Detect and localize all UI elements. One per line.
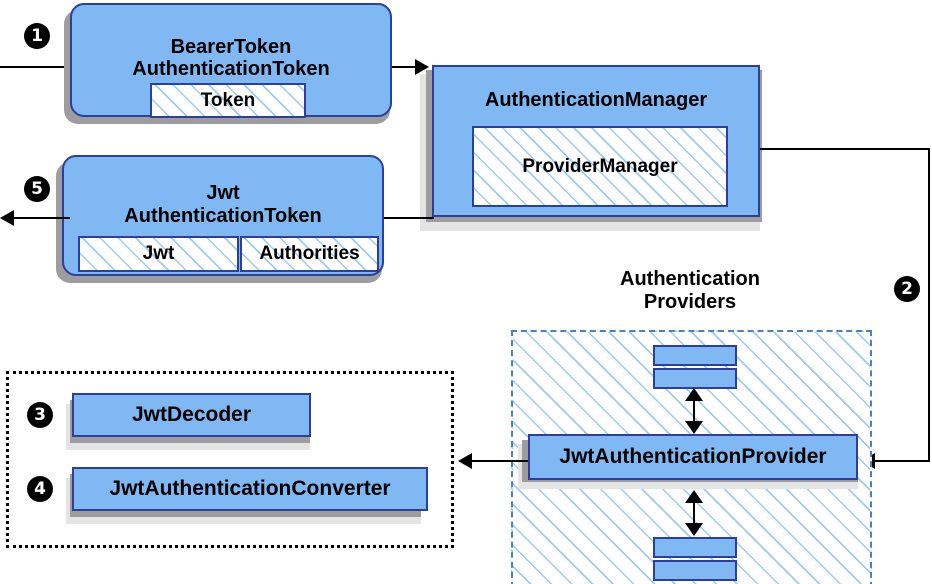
step-badge-4: 4 (27, 476, 53, 502)
arrowhead-token-to-manager (415, 59, 429, 75)
connector-token-to-manager (392, 66, 416, 68)
jwt-authentication-converter-label: JwtAuthenticationConverter (109, 477, 391, 501)
bearer-token-line2: AuthenticationToken (132, 58, 330, 80)
provider-manager-label: ProviderManager (522, 155, 678, 177)
jwt-token-line2: AuthenticationToken (124, 204, 322, 227)
jwt-support-group (6, 371, 454, 548)
jwt-authentication-converter-node: JwtAuthenticationConverter (72, 467, 428, 511)
jwt-inner-label: Jwt (142, 243, 175, 265)
jwt-decoder-node: JwtDecoder (72, 393, 311, 437)
token-inner-box: Token (150, 83, 306, 118)
provider-placeholder-bottom-2 (653, 560, 737, 581)
arrowhead-provider-link-bottom-down (685, 523, 703, 536)
providers-caption-line2: Providers (643, 291, 737, 313)
arrowhead-response-out (0, 210, 14, 226)
provider-placeholder-top-1 (653, 345, 737, 366)
bearer-token-line1: BearerToken (170, 35, 292, 58)
provider-placeholder-top-2 (653, 368, 737, 389)
connector-manager-to-jwt-token (384, 217, 434, 219)
bearer-token-node: BearerToken AuthenticationToken Token (70, 3, 392, 118)
jwt-authentication-provider-node: JwtAuthenticationProvider (528, 434, 858, 480)
jwt-decoder-label: JwtDecoder (131, 403, 252, 427)
arrowhead-provider-link-top-down (685, 421, 703, 434)
arrowhead-provider-to-support (458, 453, 472, 469)
step-badge-1: 1 (24, 23, 50, 49)
arrowhead-provider-link-bottom-up (685, 490, 703, 503)
connector-provider-link-top (693, 392, 695, 428)
providers-caption-line1: Authentication (620, 268, 760, 290)
authentication-manager-title: AuthenticationManager (484, 89, 708, 111)
step-badge-2: 2 (894, 276, 920, 302)
authorities-inner-box: Authorities (240, 236, 379, 272)
jwt-inner-box: Jwt (78, 236, 239, 272)
jwt-token-node: Jwt AuthenticationToken Jwt Authorities (62, 155, 384, 276)
authentication-manager-node: AuthenticationManager ProviderManager (432, 65, 760, 217)
jwt-token-line1: Jwt (206, 182, 240, 205)
step-badge-3: 3 (27, 402, 53, 428)
connector-request-in (0, 66, 80, 68)
step-badge-5: 5 (24, 176, 50, 202)
providers-group-caption: Authentication Providers (560, 268, 820, 314)
connector-manager-right (760, 148, 928, 150)
connector-provider-to-support (470, 460, 528, 462)
connector-response-out (8, 217, 70, 219)
provider-placeholder-bottom-1 (653, 537, 737, 558)
provider-manager-inner-box: ProviderManager (472, 126, 728, 207)
connector-provider-link-bottom (693, 494, 695, 530)
token-inner-label: Token (200, 89, 256, 111)
authorities-inner-label: Authorities (259, 243, 360, 265)
arrowhead-provider-link-top-up (685, 388, 703, 401)
connector-to-provider (873, 460, 930, 462)
jwt-authentication-provider-label: JwtAuthenticationProvider (559, 445, 827, 469)
connector-right-vertical (928, 148, 930, 461)
